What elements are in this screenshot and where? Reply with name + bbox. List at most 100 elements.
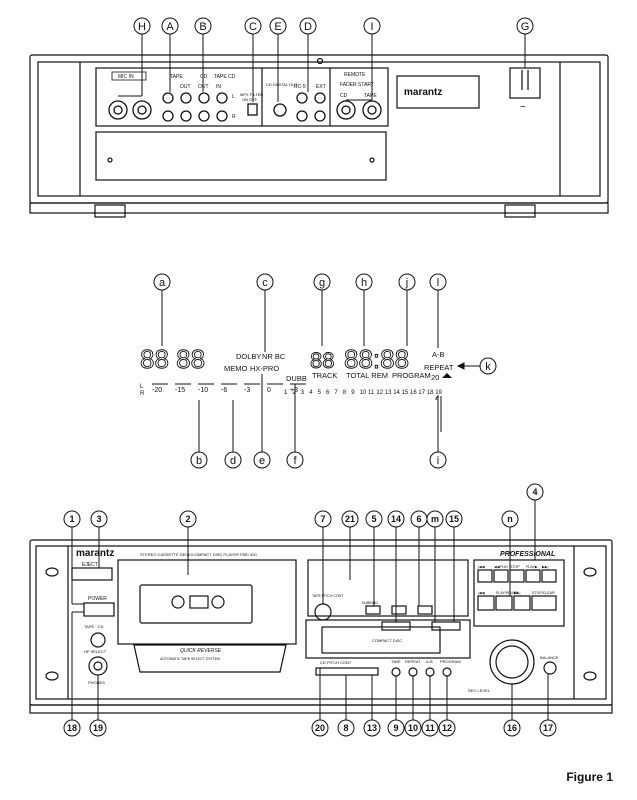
program-label: PROGRAM — [392, 371, 431, 380]
figure-caption: Figure 1 — [566, 770, 613, 784]
display-callout-bubbles: a c g h j l k b d e f i — [153, 273, 497, 469]
cd-button-label-top: PLAY▶ — [526, 565, 539, 569]
callout-15: 15 — [449, 514, 459, 524]
meter-tick-label: 0 — [267, 387, 271, 394]
cd-button-label-bottom: |◀◀ — [478, 591, 486, 595]
tape-cd-label: TAPE CD — [214, 74, 236, 80]
callout-20: 20 — [315, 723, 325, 733]
track-label: TRACK — [312, 371, 337, 380]
dubb-label: DUBB — [286, 374, 307, 383]
track-number: 17 — [418, 390, 425, 396]
model-text: STEREO CASSETTE DECK/COMPACT DISC PLAYER… — [140, 552, 257, 557]
cd-button-label-top: ◀◀PLAY — [494, 565, 509, 569]
track-number: 1 — [284, 390, 288, 396]
fader-tape-label: TAPE — [364, 93, 377, 99]
display-text: 88 88 DOLBY NR BC MEMO HX-PRO DUBB 88 TR… — [140, 344, 454, 397]
callout-5: 5 — [371, 514, 376, 524]
callout-B: B — [199, 21, 206, 33]
front-labels: marantz STEREO CASSETTE DECK/COMPACT DIS… — [76, 548, 559, 693]
callout-17: 17 — [543, 723, 553, 733]
l-label: L — [232, 94, 235, 100]
track-number: 10 — [360, 390, 367, 396]
callout-E: E — [274, 21, 281, 33]
track-number: 19 — [435, 390, 442, 396]
professional-label: PROFESSIONAL — [500, 551, 555, 558]
callout-c: c — [262, 277, 268, 289]
callout-21: 21 — [345, 514, 355, 524]
callout-e: e — [259, 455, 265, 467]
callout-18: 18 — [67, 723, 77, 733]
callout-11: 11 — [425, 723, 435, 733]
phones-label: PHONES — [88, 680, 105, 685]
tape-label: TAPE — [170, 74, 183, 80]
meter-tick-label: -10 — [198, 387, 208, 394]
callout-D: D — [304, 21, 312, 33]
callout-7: 7 — [320, 514, 325, 524]
balance-label: BALANCE — [540, 655, 559, 660]
out-label-1: OUT — [180, 84, 191, 90]
callout-I: I — [370, 21, 373, 33]
callout-8: 8 — [343, 723, 348, 733]
seven-seg-track: 88 — [310, 348, 334, 373]
callout-9: 9 — [393, 723, 398, 733]
rear-labels: MIC IN TAPE CD TAPE CD OUT OUT IN L R MP… — [111, 71, 526, 120]
track-number: 11 — [368, 390, 375, 396]
cd-button-label-bottom: ▶▶| — [514, 591, 521, 595]
cd-button-label-bottom: STOP/CLEAR — [532, 591, 555, 595]
dubbing-label: DUBBING — [362, 601, 378, 605]
lr-l-label: L — [140, 384, 144, 390]
callout-13: 13 — [367, 723, 377, 733]
r-label: R — [232, 114, 236, 120]
callout-C: C — [249, 21, 257, 33]
fader-start-label: FADER START — [340, 82, 374, 88]
callout-12: 12 — [442, 723, 452, 733]
callout-m: m — [431, 514, 439, 524]
meter-tick-label: -20 — [152, 387, 162, 394]
callout-1: 1 — [69, 514, 74, 524]
time-label: TIME — [391, 659, 401, 664]
meter-tick-label: -3 — [244, 387, 250, 394]
mic-in-label: MIC IN — [118, 74, 134, 80]
callout-l: l — [437, 277, 439, 289]
rear-callout-bubbles: H A B C E D I G — [133, 17, 534, 35]
ab-button-label: A-B — [426, 659, 433, 664]
mpx-filter-label: MPX FILTER — [240, 92, 263, 97]
callout-f: f — [293, 455, 297, 467]
rear-brand-logo: marantz — [404, 87, 442, 98]
track-number: 2 — [292, 390, 296, 396]
compact-disc-logo: COMPACT DISC — [372, 638, 402, 643]
dolby-label: DOLBY — [236, 352, 261, 361]
cd-digital-out-label: CD DIGITAL OUT — [266, 82, 298, 87]
tape-pitch-label: TAPE PITCH CONT — [312, 594, 344, 598]
total-rem-label: TOTAL REM — [346, 371, 388, 380]
callout-h: h — [361, 277, 367, 289]
seven-seg-time: 88:88 — [344, 344, 409, 374]
repeat-label: REPEAT — [424, 363, 454, 372]
cd-button-label-top: ▶▶| — [542, 565, 549, 569]
lr-r-label: R — [140, 391, 145, 397]
callout-j: j — [405, 277, 408, 289]
ac-label: ~ — [520, 102, 526, 113]
eject-label: EJECT — [82, 562, 98, 568]
cd-button-label-top: |◀◀ — [478, 565, 486, 569]
track-number: 7 — [334, 390, 338, 396]
meter-tick-label: -15 — [175, 387, 185, 394]
callout-i: i — [437, 455, 439, 467]
ext-label: EXT — [316, 84, 326, 90]
callout-A: A — [166, 21, 174, 33]
display-callout-lines — [161, 290, 480, 452]
track-number: 8 — [343, 390, 347, 396]
track-number: 18 — [427, 390, 434, 396]
meter-tick-label: -6 — [221, 387, 227, 394]
remote-label: REMOTE — [344, 72, 366, 78]
cd-button-label-top: STOP — [510, 565, 520, 569]
track-number: 9 — [351, 390, 355, 396]
cd-pitch-label: CD PITCH CONT — [320, 660, 352, 665]
callout-k: k — [485, 361, 491, 373]
track-number: 16 — [410, 390, 417, 396]
callout-H: H — [138, 21, 146, 33]
